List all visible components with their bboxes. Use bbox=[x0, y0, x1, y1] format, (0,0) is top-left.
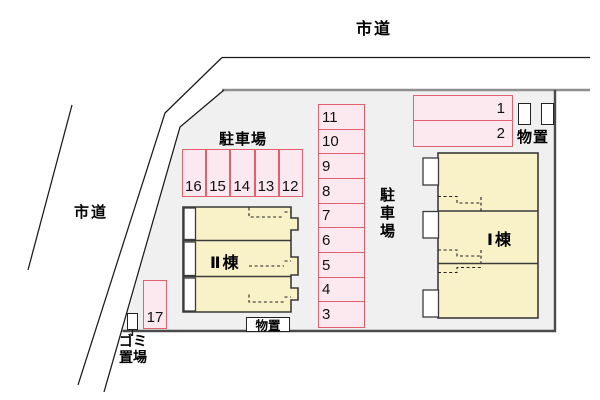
road-label-top: 市道 bbox=[356, 21, 393, 38]
parking-space-2: 2 bbox=[413, 120, 513, 147]
garbage-bin-box bbox=[127, 313, 138, 330]
parking-space-7: 7 bbox=[318, 202, 365, 229]
building-2-entry-strip bbox=[183, 277, 197, 312]
parking-space-14: 14 bbox=[230, 149, 255, 197]
parking-space-5: 5 bbox=[318, 251, 365, 279]
building-1-entry-porch bbox=[422, 289, 440, 318]
parking-space-11: 11 bbox=[318, 104, 365, 131]
parking-space-3: 3 bbox=[318, 301, 365, 328]
building-1-outline bbox=[437, 152, 539, 319]
parking-space-10: 10 bbox=[318, 128, 365, 155]
road-line-far-left bbox=[27, 104, 73, 271]
building-2-hidden-lines bbox=[248, 207, 291, 303]
storage-box-bottom: 物置 bbox=[246, 317, 290, 333]
parking-label-right: 駐車場 bbox=[378, 187, 395, 241]
building-2-unit-dividers bbox=[183, 239, 291, 278]
parking-space-8: 8 bbox=[318, 177, 365, 205]
parking-space-6: 6 bbox=[318, 227, 365, 254]
building-1-label: Ⅰ棟 bbox=[487, 232, 513, 249]
storage-shed-2 bbox=[541, 103, 554, 125]
building-2-entry-strip bbox=[183, 241, 197, 277]
parking-space-16: 16 bbox=[182, 149, 207, 197]
building-2-entry-strip bbox=[183, 207, 197, 241]
storage-label-top-right: 物置 bbox=[517, 129, 550, 146]
site-boundary-left-diagonal bbox=[103, 89, 225, 393]
road-line-diagonal bbox=[77, 57, 223, 386]
building-1-unit-dividers bbox=[438, 210, 538, 265]
garbage-label-line2: 置場 bbox=[119, 349, 147, 365]
building-2-label: Ⅱ棟 bbox=[210, 255, 241, 272]
garbage-label-line1: ゴミ bbox=[119, 333, 147, 349]
parking-space-4: 4 bbox=[318, 276, 365, 303]
parking-space-1: 1 bbox=[413, 95, 513, 122]
storage-shed-1 bbox=[518, 103, 531, 125]
building-1-entry-porch bbox=[422, 210, 440, 239]
parking-space-12: 12 bbox=[278, 149, 303, 197]
parking-space-9: 9 bbox=[318, 153, 365, 180]
building-2-outline bbox=[182, 206, 299, 313]
parking-space-13: 13 bbox=[254, 149, 279, 197]
parking-space-17: 17 bbox=[143, 280, 167, 329]
garbage-area-label: ゴミ 置場 bbox=[119, 333, 147, 365]
parking-label-top: 駐車場 bbox=[219, 131, 268, 148]
parking-space-15: 15 bbox=[206, 149, 231, 197]
road-label-left: 市道 bbox=[74, 204, 109, 221]
building-1-entry-porch bbox=[422, 157, 440, 186]
building-1-hidden-lines bbox=[438, 195, 482, 274]
